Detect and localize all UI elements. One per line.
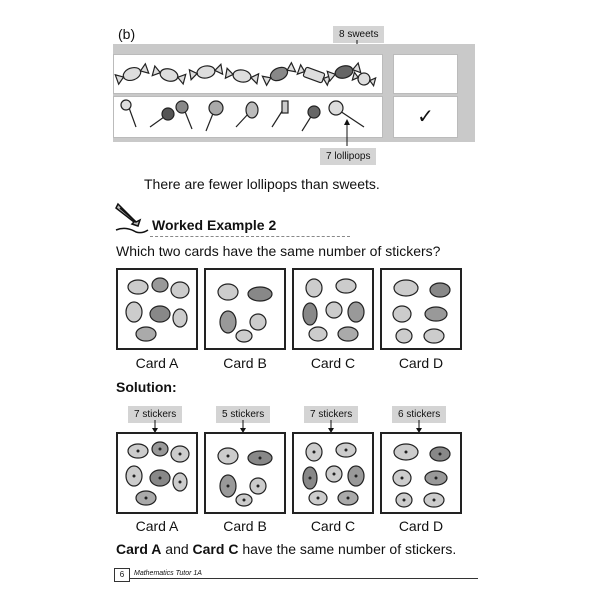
card-a-count-tag: 7 stickers <box>128 406 183 423</box>
card-d-solution <box>380 432 462 514</box>
card-c-solution-label: Card C <box>310 518 356 534</box>
stickers-illustration <box>217 283 273 343</box>
lollipops-pointer-arrow <box>344 119 350 146</box>
question-text: Which two cards have the same number of … <box>116 243 441 259</box>
page-number: 6 <box>114 568 130 582</box>
lollipops-count-tag: 7 lollipops <box>320 148 377 165</box>
stickers-illustration <box>125 441 190 506</box>
card-c-count-tag: 7 stickers <box>304 406 359 423</box>
lollipops-illustration <box>120 99 365 132</box>
card-b-arrow <box>240 420 246 433</box>
card-b-count-tag: 5 stickers <box>216 406 271 423</box>
stickers-illustration <box>302 278 365 342</box>
tick-mark: ✓ <box>417 106 434 128</box>
book-title: Mathematics Tutor 1A <box>134 570 202 577</box>
card-a-solution <box>116 432 198 514</box>
card-a-label: Card A <box>135 355 179 371</box>
footer-rule <box>114 578 478 579</box>
card-b-solution <box>204 432 286 514</box>
stickers-illustration <box>125 277 190 342</box>
card-d-question <box>380 268 462 350</box>
worked-example-title: Worked Example 2 <box>152 217 277 233</box>
part-label: (b) <box>118 26 136 42</box>
conclusion-and: and <box>161 541 193 557</box>
card-d-label: Card D <box>398 355 444 371</box>
solution-heading: Solution: <box>116 379 177 395</box>
conclusion-card-a: Card A <box>116 541 162 557</box>
card-b-label: Card B <box>223 355 267 371</box>
lollipops-row <box>113 96 383 138</box>
title-underline <box>150 236 350 237</box>
stickers-illustration <box>302 442 365 506</box>
card-a-question <box>116 268 198 350</box>
stickers-illustration <box>217 447 273 507</box>
conclusion-sentence: Card A and Card C have the same number o… <box>116 541 456 557</box>
lollipops-answer-cell: ✓ <box>393 96 458 138</box>
card-c-arrow <box>328 420 334 433</box>
sweets-count-tag: 8 sweets <box>333 26 385 43</box>
comparison-sentence: There are fewer lollipops than sweets. <box>144 176 380 192</box>
card-c-label: Card C <box>310 355 356 371</box>
card-c-solution <box>292 432 374 514</box>
sweets-illustration <box>114 61 377 88</box>
pencil-icon <box>115 202 149 234</box>
card-d-count-tag: 6 stickers <box>392 406 447 423</box>
sweets-row <box>113 54 383 94</box>
card-a-arrow <box>152 420 158 433</box>
card-c-question <box>292 268 374 350</box>
card-d-arrow <box>416 420 422 433</box>
stickers-illustration <box>392 443 451 508</box>
sweets-answer-cell <box>393 54 458 94</box>
stickers-illustration <box>392 279 451 344</box>
card-b-question <box>204 268 286 350</box>
card-d-solution-label: Card D <box>398 518 444 534</box>
conclusion-rest: have the same number of stickers. <box>238 541 457 557</box>
card-a-solution-label: Card A <box>135 518 179 534</box>
card-b-solution-label: Card B <box>223 518 267 534</box>
conclusion-card-c: Card C <box>192 541 239 557</box>
